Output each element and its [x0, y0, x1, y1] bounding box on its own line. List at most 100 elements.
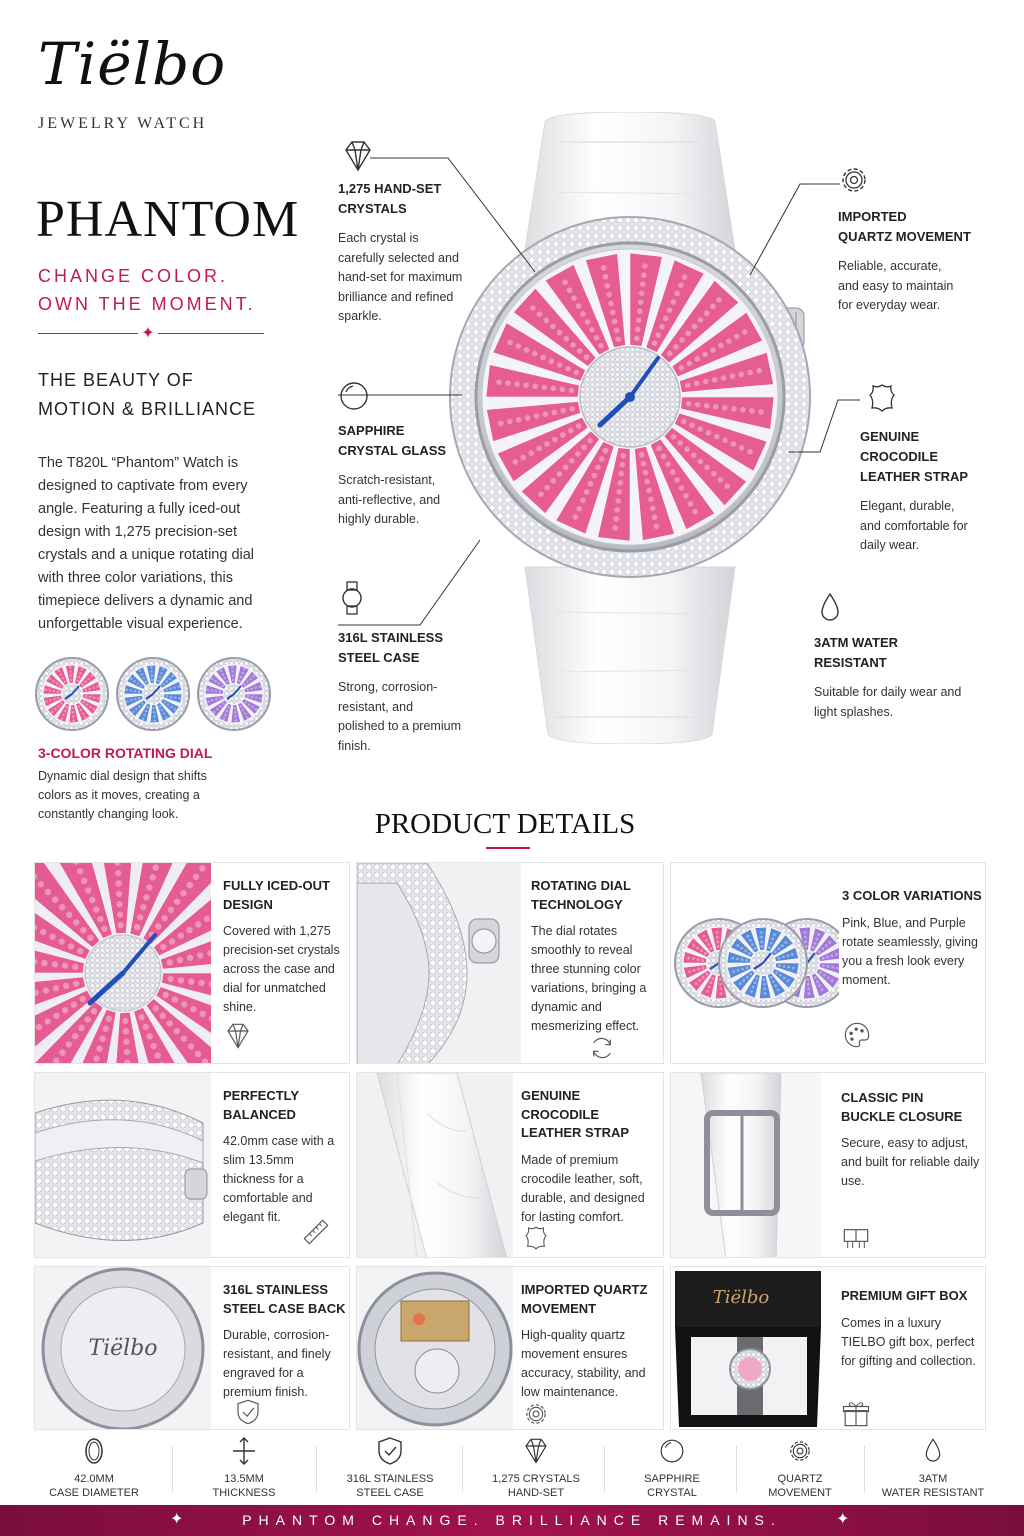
spec-separator	[316, 1446, 317, 1492]
spec-separator	[462, 1446, 463, 1492]
card-image-side-profile	[35, 1073, 211, 1257]
spec-line-2: THICKNESS	[212, 1487, 276, 1499]
spec-sapphire: SAPPHIRE CRYSTAL	[622, 1436, 722, 1500]
spec-case-diameter: 42.0MM CASE DIAMETER	[44, 1436, 144, 1500]
card-image-caseback: Tiëlbo	[35, 1267, 211, 1429]
crystal-glass-icon	[660, 1439, 684, 1463]
feature-water-desc: Suitable for daily wear and light splash…	[814, 685, 962, 719]
product-details-heading: PRODUCT DETAILS	[374, 808, 636, 840]
sparkle-icon: ✦	[836, 1511, 850, 1528]
detail-card-movement: IMPORTED QUARTZ MOVEMENT High-quality qu…	[356, 1266, 664, 1430]
diamond-icon	[227, 1023, 249, 1049]
spec-separator	[172, 1446, 173, 1492]
page-title: PHANTOM	[36, 191, 300, 248]
card-image-three-dials	[671, 863, 839, 1063]
card-desc: Durable, corrosion-resistant, and finely…	[223, 1328, 331, 1399]
gift-icon	[842, 1402, 870, 1427]
card-desc: High-quality quartz movement ensures acc…	[521, 1328, 646, 1399]
feature-crystals-desc: Each crystal is carefully selected and h…	[338, 231, 463, 323]
feature-water: 3ATM WATER RESISTANT Suitable for daily …	[814, 633, 964, 722]
feature-steel-title-1: 316L STAINLESS	[338, 630, 443, 645]
subheading: THE BEAUTY OF MOTION & BRILLIANCE	[38, 366, 256, 424]
spec-separator	[864, 1446, 865, 1492]
gift-box-logo: Tiëlbo	[713, 1287, 770, 1308]
color-dial-swatches	[35, 657, 271, 731]
spec-line-1: 1,275 CRYSTALS	[492, 1473, 580, 1485]
feature-steel: 316L STAINLESS STEEL CASE Strong, corros…	[338, 628, 463, 756]
gear-icon	[526, 1404, 546, 1424]
feature-leather-title-3: LEATHER STRAP	[860, 469, 969, 484]
card-image-strap	[357, 1073, 513, 1257]
sparkle-icon: ✦	[170, 1511, 184, 1528]
feature-water-title-2: RESISTANT	[814, 655, 887, 670]
feature-quartz-title-2: QUARTZ MOVEMENT	[838, 229, 971, 244]
card-title: 316L STAINLESS STEEL CASE BACK	[223, 1282, 346, 1316]
feature-sapphire: SAPPHIRE CRYSTAL GLASS Scratch-resistant…	[338, 421, 463, 530]
spec-quartz: QUARTZ MOVEMENT	[750, 1436, 850, 1500]
rotating-dial-title: 3-COLOR ROTATING DIAL	[38, 745, 213, 761]
card-text: PREMIUM GIFT BOX Comes in a luxury TIELB…	[841, 1287, 981, 1371]
gear-icon	[790, 1441, 810, 1461]
detail-card-iced-out: FULLY ICED-OUT DESIGN Covered with 1,275…	[34, 862, 350, 1064]
feature-sapphire-title-1: SAPPHIRE	[338, 423, 405, 438]
spec-line-2: WATER RESISTANT	[881, 1487, 985, 1499]
card-title: CLASSIC PIN BUCKLE CLOSURE	[841, 1090, 963, 1124]
water-drop-icon	[925, 1438, 941, 1462]
card-image-gift-box: Tiëlbo	[671, 1267, 827, 1429]
callout-lines	[338, 157, 860, 626]
feature-quartz-title-1: IMPORTED	[838, 209, 907, 224]
spec-line-1: SAPPHIRE	[644, 1473, 700, 1485]
shield-icon	[378, 1437, 402, 1465]
card-image-dial-closeup	[35, 863, 211, 1063]
detail-card-strap: GENUINE CROCODILE LEATHER STRAP Made of …	[356, 1072, 664, 1258]
card-image-movement	[357, 1267, 513, 1429]
feature-sapphire-title-2: CRYSTAL GLASS	[338, 443, 447, 458]
detail-card-caseback: Tiëlbo 316L STAINLESS STEEL CASE BACK Du…	[34, 1266, 350, 1430]
feature-steel-title-2: STEEL CASE	[338, 650, 420, 665]
spec-water: 3ATM WATER RESISTANT	[874, 1436, 992, 1500]
spec-line-1: 316L STAINLESS	[346, 1473, 434, 1485]
spec-line-1: 13.5MM	[224, 1473, 264, 1485]
card-desc: Pink, Blue, and Purple rotate seamlessly…	[842, 915, 978, 987]
spec-line-2: CRYSTAL	[647, 1487, 697, 1499]
sparkle-icon: ✦	[138, 323, 158, 343]
spec-line-2: CASE DIAMETER	[49, 1487, 139, 1499]
rotating-dial-desc: Dynamic dial design that shifts colors a…	[38, 769, 207, 821]
detail-card-colors: 3 COLOR VARIATIONS Pink, Blue, and Purpl…	[670, 862, 986, 1064]
case-diameter-icon	[85, 1438, 103, 1464]
card-title: PREMIUM GIFT BOX	[841, 1288, 968, 1303]
watch-icon	[342, 581, 362, 615]
feature-crystals: 1,275 HAND-SET CRYSTALS Each crystal is …	[338, 179, 468, 327]
spec-line-1: QUARTZ	[777, 1473, 823, 1485]
footer-bar	[0, 1505, 1024, 1536]
card-desc: Made of premium crocodile leather, soft,…	[521, 1152, 645, 1224]
card-text: 316L STAINLESS STEEL CASE BACK Durable, …	[223, 1281, 347, 1402]
leather-hide-icon	[525, 1226, 547, 1250]
card-title: 3 COLOR VARIATIONS	[842, 888, 982, 903]
card-text: GENUINE CROCODILE LEATHER STRAP Made of …	[521, 1087, 661, 1227]
palette-icon	[844, 1022, 870, 1048]
buckle-icon	[843, 1229, 869, 1248]
caseback-logo: Tiëlbo	[88, 1336, 157, 1361]
detail-card-buckle: CLASSIC PIN BUCKLE CLOSURE Secure, easy …	[670, 1072, 986, 1258]
card-title: GENUINE CROCODILE LEATHER STRAP	[521, 1088, 630, 1140]
card-title: PERFECTLY BALANCED	[223, 1088, 299, 1122]
feature-quartz-desc: Reliable, accurate, and easy to maintain…	[838, 259, 954, 312]
leather-hide-icon	[869, 384, 895, 412]
spec-line-2: STEEL CASE	[356, 1487, 424, 1499]
subheading-line-1: THE BEAUTY OF	[38, 370, 194, 390]
detail-card-rotating: ROTATING DIAL TECHNOLOGY The dial rotate…	[356, 862, 664, 1064]
product-details-rule	[486, 847, 530, 849]
intro-paragraph: The T820L “Phantom” Watch is designed to…	[38, 455, 255, 632]
diamond-icon	[345, 141, 371, 172]
card-desc: Comes in a luxury TIELBO gift box, perfe…	[841, 1315, 976, 1368]
brand-logo: Tiëlbo	[38, 30, 227, 98]
card-text: PERFECTLY BALANCED 42.0mm case with a sl…	[223, 1087, 347, 1227]
feature-crystals-title-1: 1,275 HAND-SET	[338, 181, 442, 196]
tagline-line-1: CHANGE COLOR.	[38, 266, 229, 286]
card-text: ROTATING DIAL TECHNOLOGY The dial rotate…	[531, 877, 659, 1036]
shield-icon	[237, 1399, 259, 1425]
spec-line-2: HAND-SET	[507, 1487, 565, 1499]
card-title: IMPORTED QUARTZ MOVEMENT	[521, 1282, 648, 1316]
tagline-line-2: OWN THE MOMENT.	[38, 294, 256, 314]
